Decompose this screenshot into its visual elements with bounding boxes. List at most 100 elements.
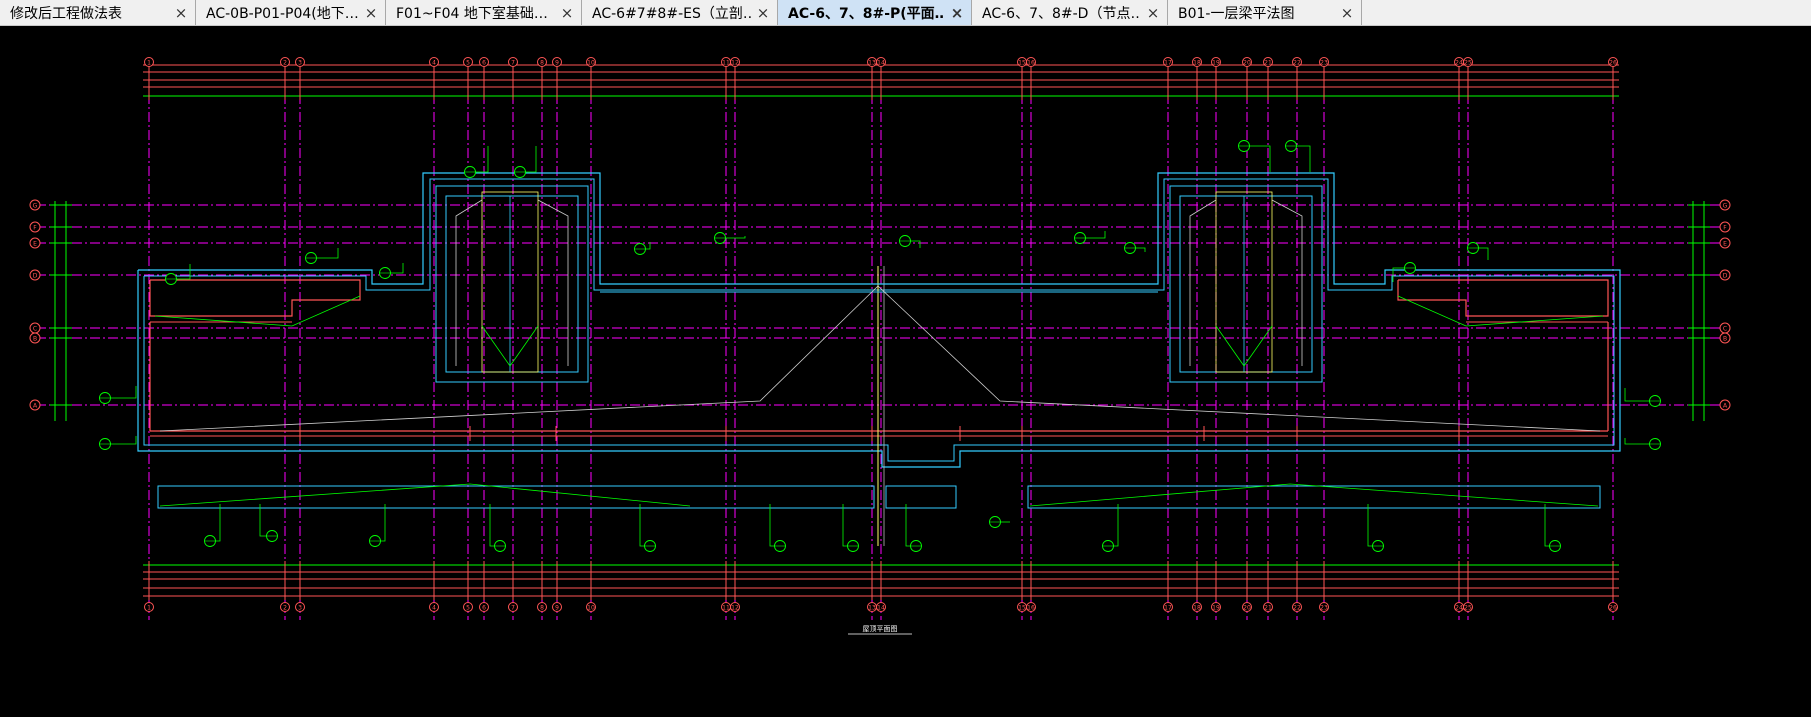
close-icon[interactable]: × <box>1340 3 1354 22</box>
axis-bubble-label: G <box>33 203 38 210</box>
close-icon[interactable]: × <box>1146 3 1160 22</box>
axis-bubble-label: 23 <box>1320 60 1328 67</box>
bottom-axis-bubble <box>508 602 518 612</box>
top-axis-bubble <box>463 57 473 67</box>
bottom-axis-bubble <box>1192 602 1202 612</box>
top-axis-bubble <box>1192 57 1202 67</box>
core-slope <box>455 199 483 366</box>
gutter-band <box>157 485 875 509</box>
axis-bubble-label: 2 <box>283 605 287 612</box>
roof-slope-green <box>1397 295 1604 327</box>
bottom-axis-bubble <box>876 602 886 612</box>
tab-7[interactable]: B01-一层梁平法图 × <box>1168 0 1362 25</box>
axis-bubble-label: 13 <box>868 605 876 612</box>
close-icon[interactable]: × <box>560 3 574 22</box>
axis-bubble-label: 14 <box>877 60 885 67</box>
tab-3[interactable]: F01~F04 地下室基础… × <box>386 0 582 25</box>
top-axis-bubble <box>429 57 439 67</box>
callout-leader <box>470 146 489 173</box>
axis-bubble-label: 20 <box>1243 60 1251 67</box>
bottom-axis-bubble <box>463 602 473 612</box>
tab-label: AC-6、7、8#-P(平面… <box>788 5 945 22</box>
bottom-axis-bubble <box>295 602 305 612</box>
core-outline <box>435 185 589 383</box>
roof-slope-line <box>159 285 1601 432</box>
bottom-axis-bubble <box>1319 602 1329 612</box>
axis-bubble-label: E <box>33 241 37 248</box>
axis-bubble-label: C <box>1723 326 1727 333</box>
right-axis-bubble <box>1719 269 1731 281</box>
tab-2[interactable]: AC-0B-P01-P04(地下…× <box>196 0 386 25</box>
top-axis-bubble <box>1263 57 1273 67</box>
tab-label: F01~F04 地下室基础… <box>396 5 548 22</box>
bottom-axis-bubble <box>586 602 596 612</box>
left-axis-bubble <box>29 199 41 211</box>
tab-label: B01-一层梁平法图 <box>1178 5 1295 22</box>
bottom-axis-bubble <box>479 602 489 612</box>
tab-4[interactable]: AC-6#7#8#-ES（立剖…× <box>582 0 778 25</box>
top-axis-bubble <box>1463 57 1473 67</box>
core-slope <box>537 199 569 366</box>
axis-bubble-label: 10 <box>587 605 595 612</box>
axis-bubble-label: 25 <box>1464 605 1472 612</box>
left-axis-bubble <box>29 399 41 411</box>
callout-leader <box>385 263 404 274</box>
bottom-axis-bubble <box>552 602 562 612</box>
top-axis-bubble <box>295 57 305 67</box>
axis-bubble-label: 18 <box>1193 60 1201 67</box>
axis-bubble-label: 12 <box>731 60 739 67</box>
axis-bubble-label: 9 <box>555 60 559 67</box>
axis-bubble-label: A <box>1723 403 1728 410</box>
callout-leader <box>905 504 916 547</box>
tab-label: 修改后工程做法表 <box>10 5 122 22</box>
axis-bubble-label: 6 <box>482 605 486 612</box>
axis-bubble-label: 11 <box>722 605 730 612</box>
axis-bubble-label: 11 <box>722 60 730 67</box>
axis-bubble-label: 3 <box>298 60 302 67</box>
axis-bubble-label: 22 <box>1293 60 1301 67</box>
core-slope-line <box>1243 325 1273 367</box>
tab-5[interactable]: AC-6、7、8#-P(平面… × <box>778 0 972 25</box>
axis-bubble-label: F <box>33 225 37 232</box>
tab-6[interactable]: AC-6、7、8#-D（节点…× <box>972 0 1168 25</box>
tab-1[interactable]: 修改后工程做法表 × <box>0 0 196 25</box>
axis-bubble-label: 26 <box>1609 605 1617 612</box>
axis-bubble-label: G <box>1723 203 1728 210</box>
bottom-axis-bubble <box>730 602 740 612</box>
callout-leader <box>769 504 780 547</box>
bottom-axis-bubble <box>1242 602 1252 612</box>
left-axis-bubble <box>29 221 41 233</box>
axis-bubble-label: 13 <box>868 60 876 67</box>
building-outline-inner <box>143 178 1615 462</box>
axis-bubble-label: 21 <box>1264 605 1272 612</box>
close-icon[interactable]: × <box>364 3 378 22</box>
axis-bubble-label: 24 <box>1455 60 1463 67</box>
axis-bubble-label: 22 <box>1293 605 1301 612</box>
close-icon[interactable]: × <box>950 3 964 22</box>
gutter-slope <box>1029 483 1599 507</box>
right-axis-bubble <box>1719 332 1731 344</box>
left-axis-bubble <box>29 332 41 344</box>
close-icon[interactable]: × <box>174 3 188 22</box>
axis-bubble-label: D <box>1723 273 1728 280</box>
top-axis-bubble <box>1211 57 1221 67</box>
top-axis-bubble <box>479 57 489 67</box>
bottom-axis-bubble <box>280 602 290 612</box>
axis-bubble-label: 15 <box>1018 605 1026 612</box>
roof-wall <box>149 279 361 317</box>
right-axis-bubble <box>1719 399 1731 411</box>
bottom-axis-bubble <box>1608 602 1618 612</box>
axis-bubble-label: 3 <box>298 605 302 612</box>
top-axis-bubble <box>1319 57 1329 67</box>
axis-bubble-label: 10 <box>587 60 595 67</box>
axis-bubble-label: 8 <box>540 60 544 67</box>
close-icon[interactable]: × <box>756 3 770 22</box>
bottom-axis-bubble <box>144 602 154 612</box>
axis-bubble-label: 25 <box>1464 60 1472 67</box>
axis-bubble-label: 26 <box>1609 60 1617 67</box>
callout-leader <box>1244 145 1271 172</box>
axis-bubble-label: 1 <box>147 605 151 612</box>
right-axis-bubble <box>1719 221 1731 233</box>
